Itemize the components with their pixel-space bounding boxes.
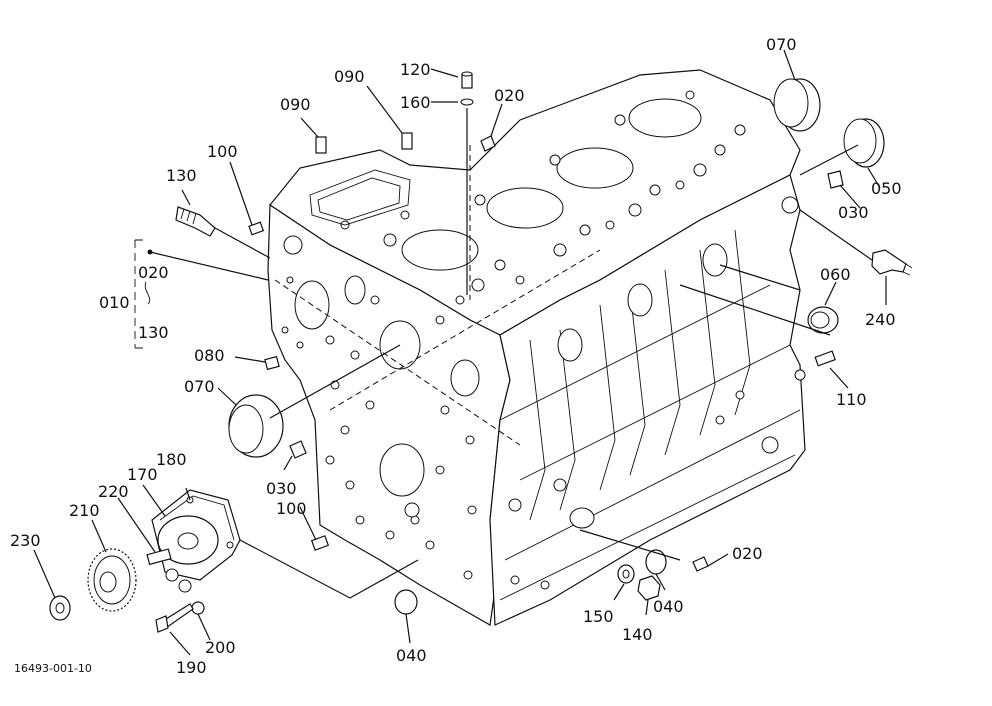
callout-160: 160 <box>400 93 431 112</box>
part-090-pin-a <box>315 136 327 154</box>
callout-030-front: 030 <box>266 479 297 498</box>
callout-190: 190 <box>176 658 207 677</box>
callout-180: 180 <box>156 450 187 469</box>
callout-020-bottom: 020 <box>732 544 763 563</box>
leader-lines <box>33 49 887 656</box>
callout-010: 010 <box>99 293 130 312</box>
callout-230: 230 <box>10 531 41 550</box>
part-070-top-cap <box>773 78 821 132</box>
part-090-pin-b <box>401 132 413 150</box>
callout-120: 120 <box>400 60 431 79</box>
part-020-top-plug <box>480 135 496 152</box>
callout-100-top: 100 <box>207 142 238 161</box>
callout-200: 200 <box>205 638 236 657</box>
callout-220: 220 <box>98 482 129 501</box>
part-210-pump-gear <box>87 548 137 612</box>
callout-080: 080 <box>194 346 225 365</box>
part-240-switch <box>871 249 913 276</box>
part-130-sensor <box>175 206 216 237</box>
part-150-washer <box>617 564 635 584</box>
part-120-dowel <box>461 71 473 89</box>
callout-040-bottom: 040 <box>396 646 427 665</box>
part-140-drain-plug <box>637 575 661 601</box>
part-030-front-plug <box>289 440 307 459</box>
part-110-pin <box>814 350 836 367</box>
callout-040-right: 040 <box>653 597 684 616</box>
deck-holes <box>340 90 746 305</box>
callout-030-right: 030 <box>838 203 869 222</box>
part-060-oil-seal <box>807 306 839 334</box>
part-230-nut <box>49 595 71 621</box>
part-040-bottom-cap <box>394 589 418 615</box>
part-040-right-cap <box>645 549 667 575</box>
callout-090-a: 090 <box>280 95 311 114</box>
callout-110: 110 <box>836 390 867 409</box>
front-face-holes <box>281 276 477 580</box>
part-190-bolt <box>155 603 194 633</box>
callout-140: 140 <box>622 625 653 644</box>
cylinder-block <box>267 69 806 626</box>
part-100-pin-top <box>248 221 265 236</box>
part-050-cap <box>843 118 885 168</box>
part-170-oil-pump-body <box>157 515 219 593</box>
part-080-pin <box>264 355 280 371</box>
callout-150: 150 <box>583 607 614 626</box>
part-030-right-plug <box>827 170 844 189</box>
diagram-code: 16493-001-10 <box>14 662 92 675</box>
part-100-pin-front <box>310 535 330 551</box>
part-020-bottom-plug <box>692 556 709 572</box>
callout-070-left: 070 <box>184 377 215 396</box>
callout-210: 210 <box>69 501 100 520</box>
callout-050: 050 <box>871 179 902 198</box>
callout-240: 240 <box>865 310 896 329</box>
callout-070-top: 070 <box>766 35 797 54</box>
callout-130-group: 130 <box>138 323 169 342</box>
callout-170: 170 <box>127 465 158 484</box>
part-220-pump-shaft <box>146 548 172 566</box>
part-200-washer <box>191 601 205 615</box>
part-160-oring <box>460 98 474 106</box>
callout-020-top: 020 <box>494 86 525 105</box>
crankcase-ribs <box>450 196 806 601</box>
callout-labels: 120 160 020 090 090 070 100 130 050 030 … <box>10 35 902 677</box>
part-070-left-cap <box>228 394 284 458</box>
callout-090-b: 090 <box>334 67 365 86</box>
callout-100-front: 100 <box>276 499 307 518</box>
callout-130: 130 <box>166 166 197 185</box>
callout-060: 060 <box>820 265 851 284</box>
callout-020-group: 020 <box>138 263 169 282</box>
